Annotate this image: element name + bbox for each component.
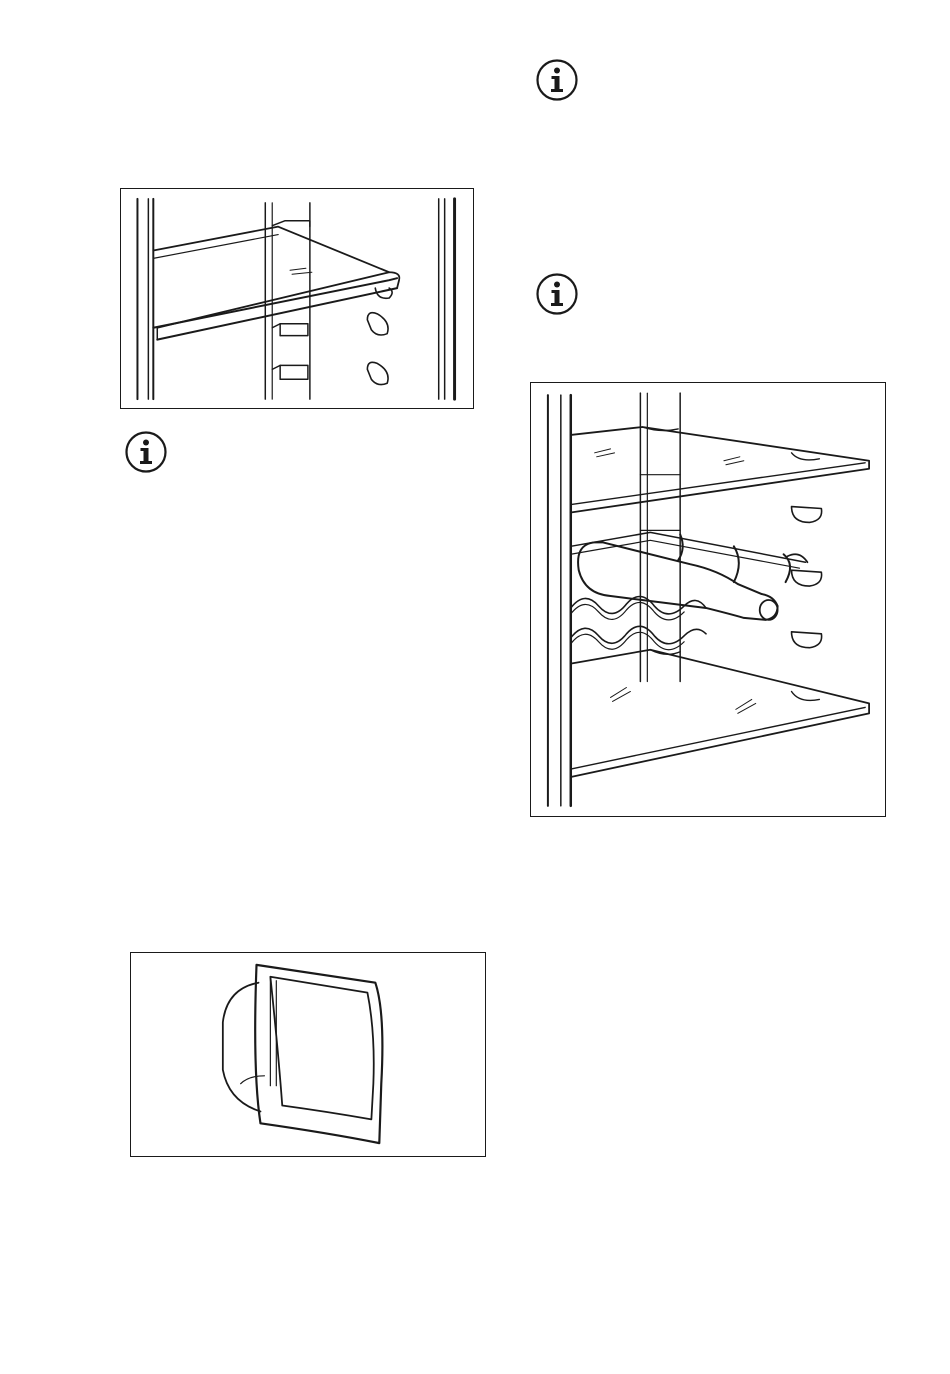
info-icon [535,58,579,102]
flap-cover-icon [131,953,485,1156]
bottle-rack-icon [531,383,885,816]
shelf-adjustment-illustration [120,188,474,409]
info-icon [535,272,579,316]
wine-rack-illustration [530,382,886,817]
info-icon [124,430,168,474]
fresh-zone-flap-illustration [130,952,486,1157]
glass-shelf-icon [121,189,473,408]
